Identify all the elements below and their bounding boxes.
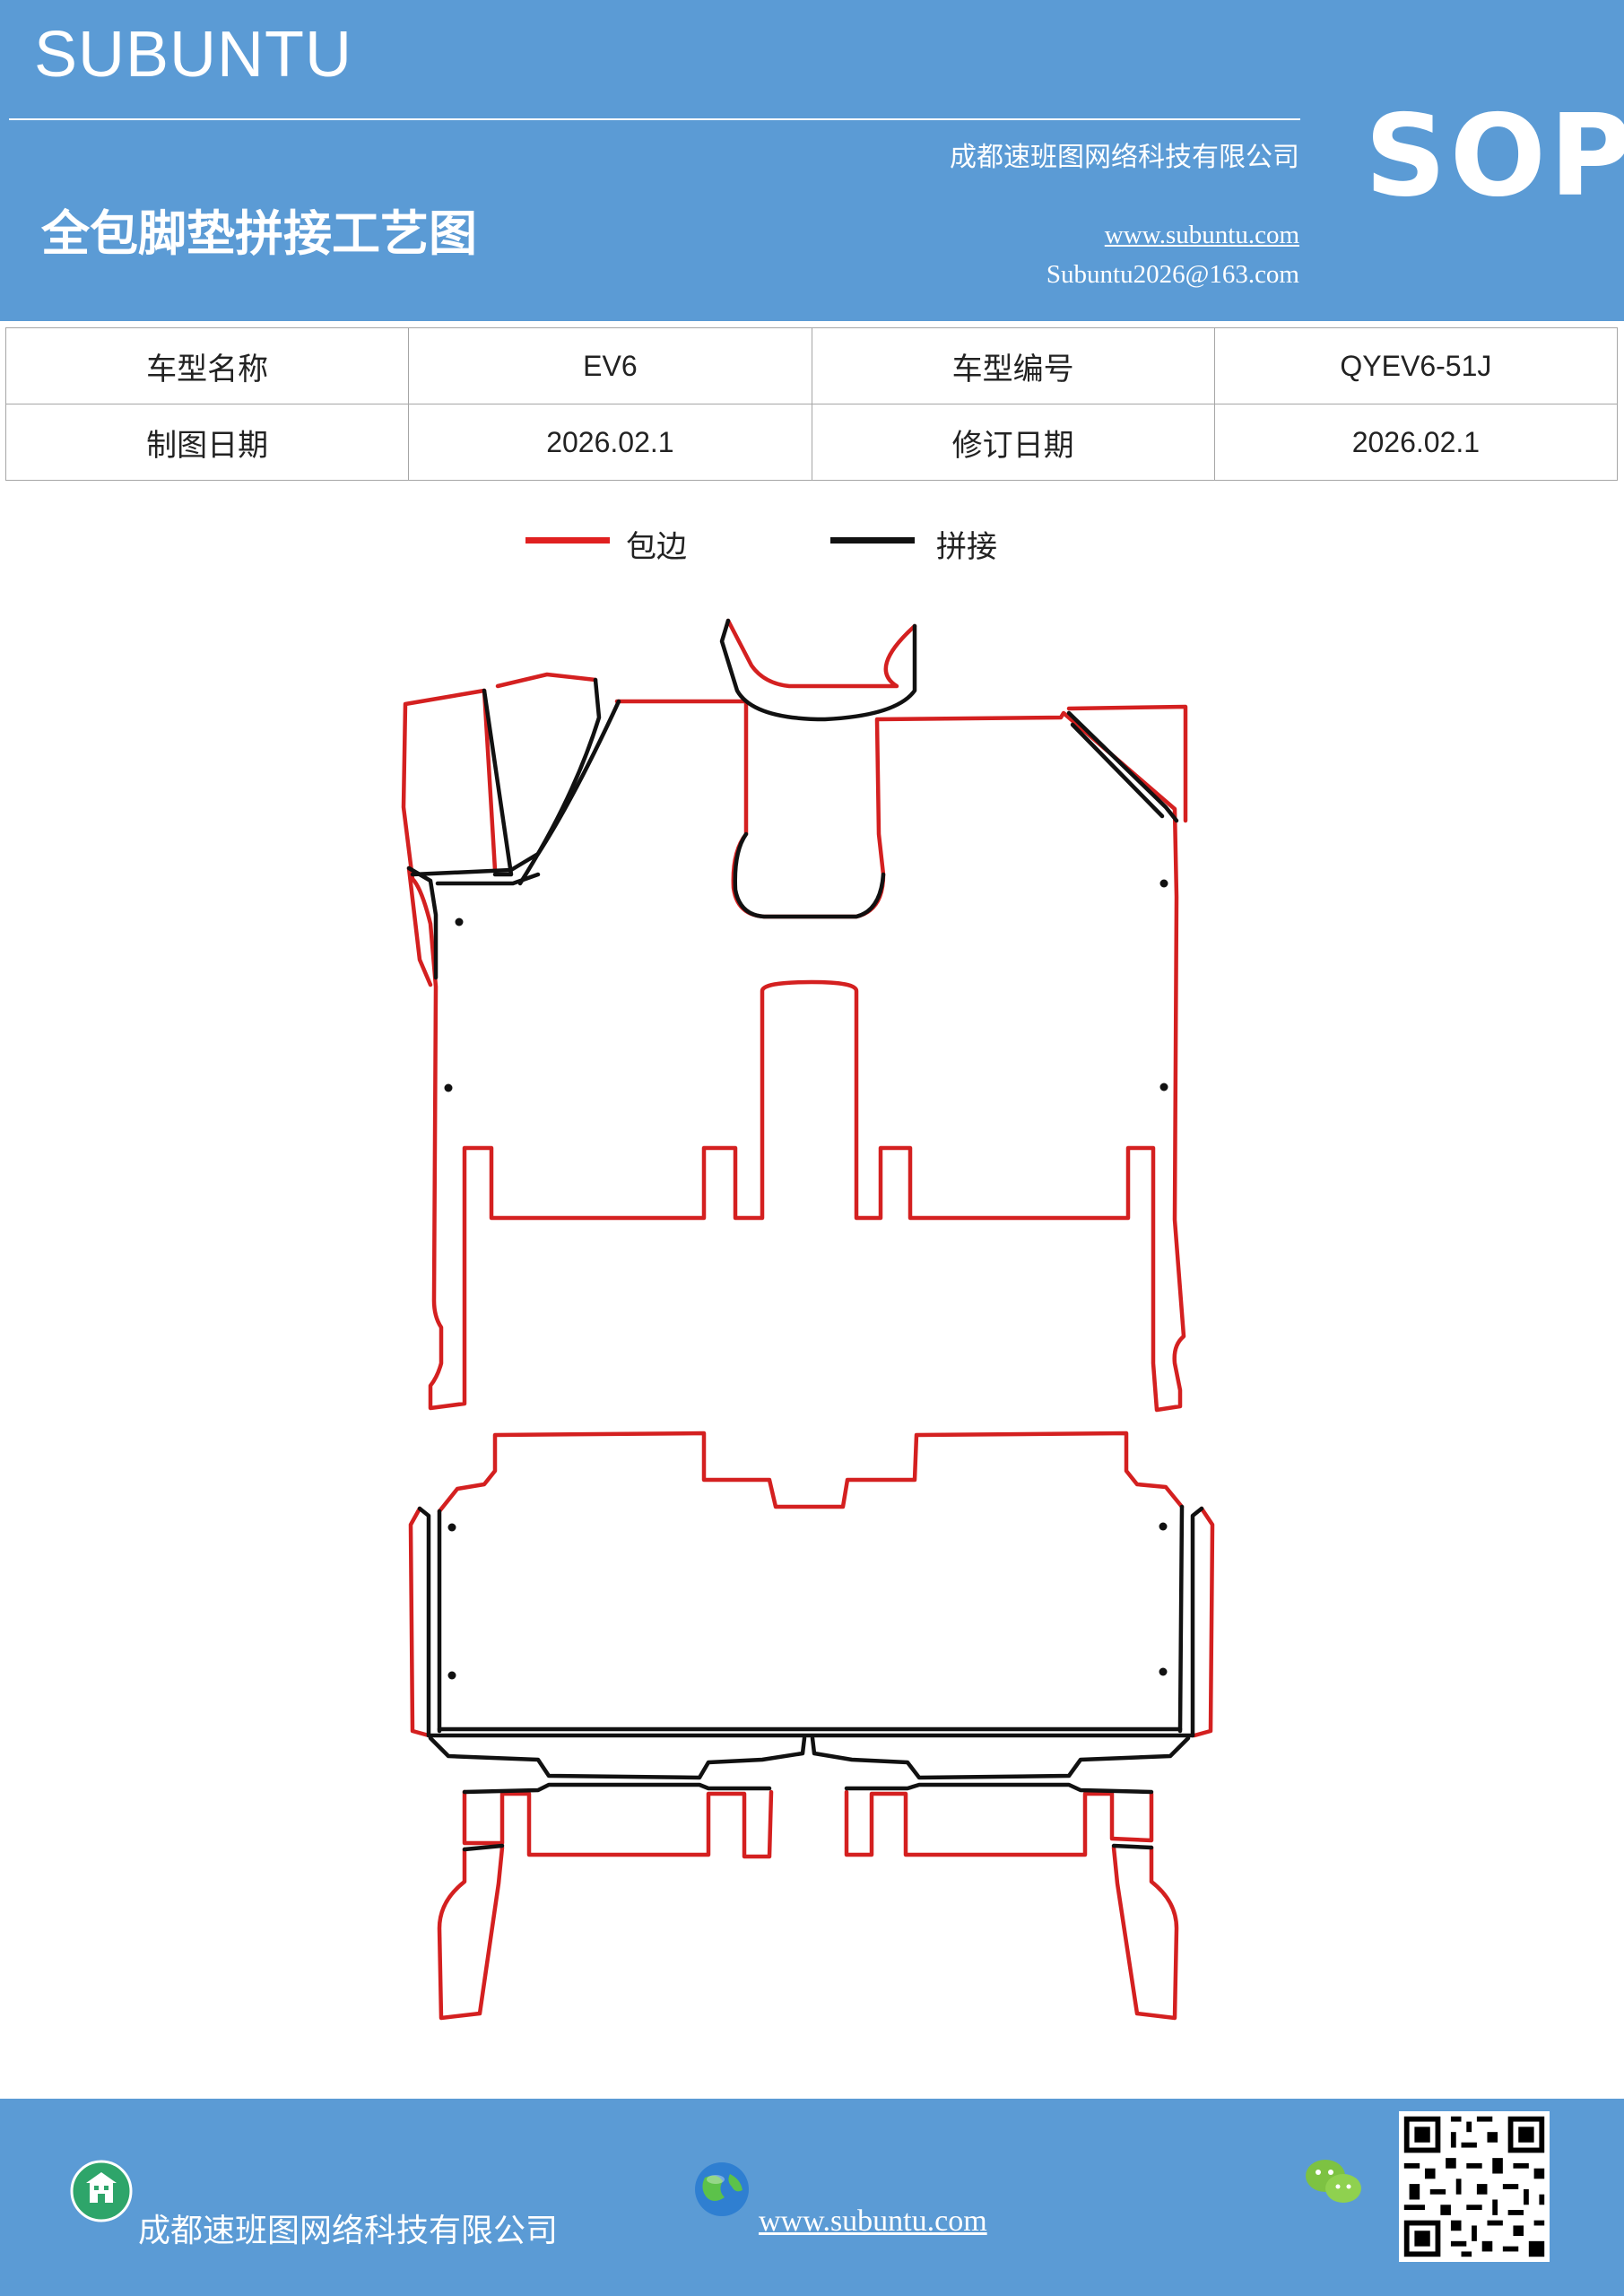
seam-left-cross [410, 699, 621, 877]
footer-company-name: 成都速班图网络科技有限公司 [138, 2213, 559, 2249]
draw-date-label: 制图日期 [4, 404, 410, 481]
table-row: 车型名称 EV6 车型编号 QYEV6-51J [4, 327, 1619, 404]
model-code-label: 车型编号 [811, 327, 1215, 404]
footer-website-link[interactable]: www.subuntu.com [759, 2205, 987, 2238]
revise-date-label: 修订日期 [811, 404, 1215, 481]
front-left-top-outline [401, 688, 498, 882]
clip-hole [1159, 1667, 1168, 1676]
seam-rear-left-strip [428, 1735, 807, 1780]
table-row: 制图日期 2026.02.1 修订日期 2026.02.1 [4, 404, 1619, 481]
rear-foot-right-outline [1111, 1845, 1179, 2021]
legend-join-label: 拼接 [936, 529, 997, 565]
legend-edge-swatch [525, 537, 610, 544]
seam-rear-foot-left [462, 1843, 505, 1852]
seam-center-pocket [733, 831, 886, 919]
model-name-value: EV6 [408, 327, 812, 404]
vehicle-info-table: 车型名称 EV6 车型编号 QYEV6-51J 制图日期 2026.02.1 修… [4, 327, 1619, 481]
page-title: 全包脚垫拼接工艺图 [41, 204, 477, 262]
legend: 包边 拼接 [0, 522, 1624, 576]
seam-rear-right-lower [844, 1782, 1154, 1795]
rear-foot-left-outline [437, 1845, 505, 2021]
front-mat-outline [410, 699, 1186, 1413]
legend-edge-label: 包边 [626, 529, 687, 565]
model-name-label: 车型名称 [4, 327, 410, 404]
seam-left-hook-outer [435, 872, 541, 886]
globe-icon [695, 2162, 749, 2216]
front-left-corner-outline [495, 672, 598, 689]
header-divider [9, 118, 1300, 120]
draw-date-value: 2026.02.1 [408, 404, 812, 481]
clip-hole [1159, 1522, 1168, 1531]
brand-name: SUBUNTU [34, 19, 353, 91]
seam-rear-right-strip [810, 1735, 1191, 1780]
header-company-name: 成都速班图网络科技有限公司 [950, 142, 1299, 173]
clip-hole [1159, 1083, 1168, 1091]
building-icon [70, 2160, 133, 2222]
seam-rear-left-vertical [417, 1506, 431, 1738]
qr-code [1399, 2111, 1550, 2262]
header-banner: SUBUNTU 成都速班图网络科技有限公司 全包脚垫拼接工艺图 www.subu… [0, 0, 1624, 321]
clip-hole [447, 1671, 456, 1680]
seam-rear-right-vertical [1190, 1506, 1204, 1738]
seam-rear-left-lower [462, 1782, 772, 1795]
model-code-value: QYEV6-51J [1213, 327, 1619, 404]
seam-right-diagonal [1066, 710, 1179, 823]
clip-hole [444, 1083, 453, 1092]
sop-badge: SOP [1365, 90, 1624, 222]
rear-left-side-outline [408, 1506, 431, 1738]
rear-mat-outline [437, 1431, 1185, 1514]
clip-hole [455, 918, 464, 926]
clip-hole [1159, 879, 1168, 888]
clip-hole [447, 1523, 456, 1532]
front-left-side-outline [406, 865, 433, 987]
wechat-icon[interactable] [1302, 2154, 1365, 2208]
footer-banner: 成都速班图网络科技有限公司 www.subuntu.com [0, 2099, 1624, 2296]
header-email[interactable]: Subuntu2026@163.com [1046, 260, 1299, 289]
revise-date-value: 2026.02.1 [1213, 404, 1619, 481]
seam-left-inner [482, 688, 514, 877]
front-center-top-outline [725, 618, 917, 689]
seam-rear-foot-right [1111, 1843, 1154, 1850]
legend-join-swatch [830, 537, 915, 544]
front-right-top-outline [1066, 704, 1188, 823]
seam-left-hook [406, 865, 439, 980]
rear-lower-left-outline [462, 1789, 774, 1859]
header-website-link[interactable]: www.subuntu.com [1104, 221, 1299, 249]
seam-rear-right-inner [1177, 1504, 1185, 1734]
rear-lower-right-outline [844, 1789, 1154, 1857]
seam-right-diagonal-inner [1070, 722, 1165, 819]
seam-left-diagonal [517, 677, 602, 886]
seam-center-top [719, 618, 917, 722]
rear-right-side-outline [1192, 1506, 1215, 1738]
